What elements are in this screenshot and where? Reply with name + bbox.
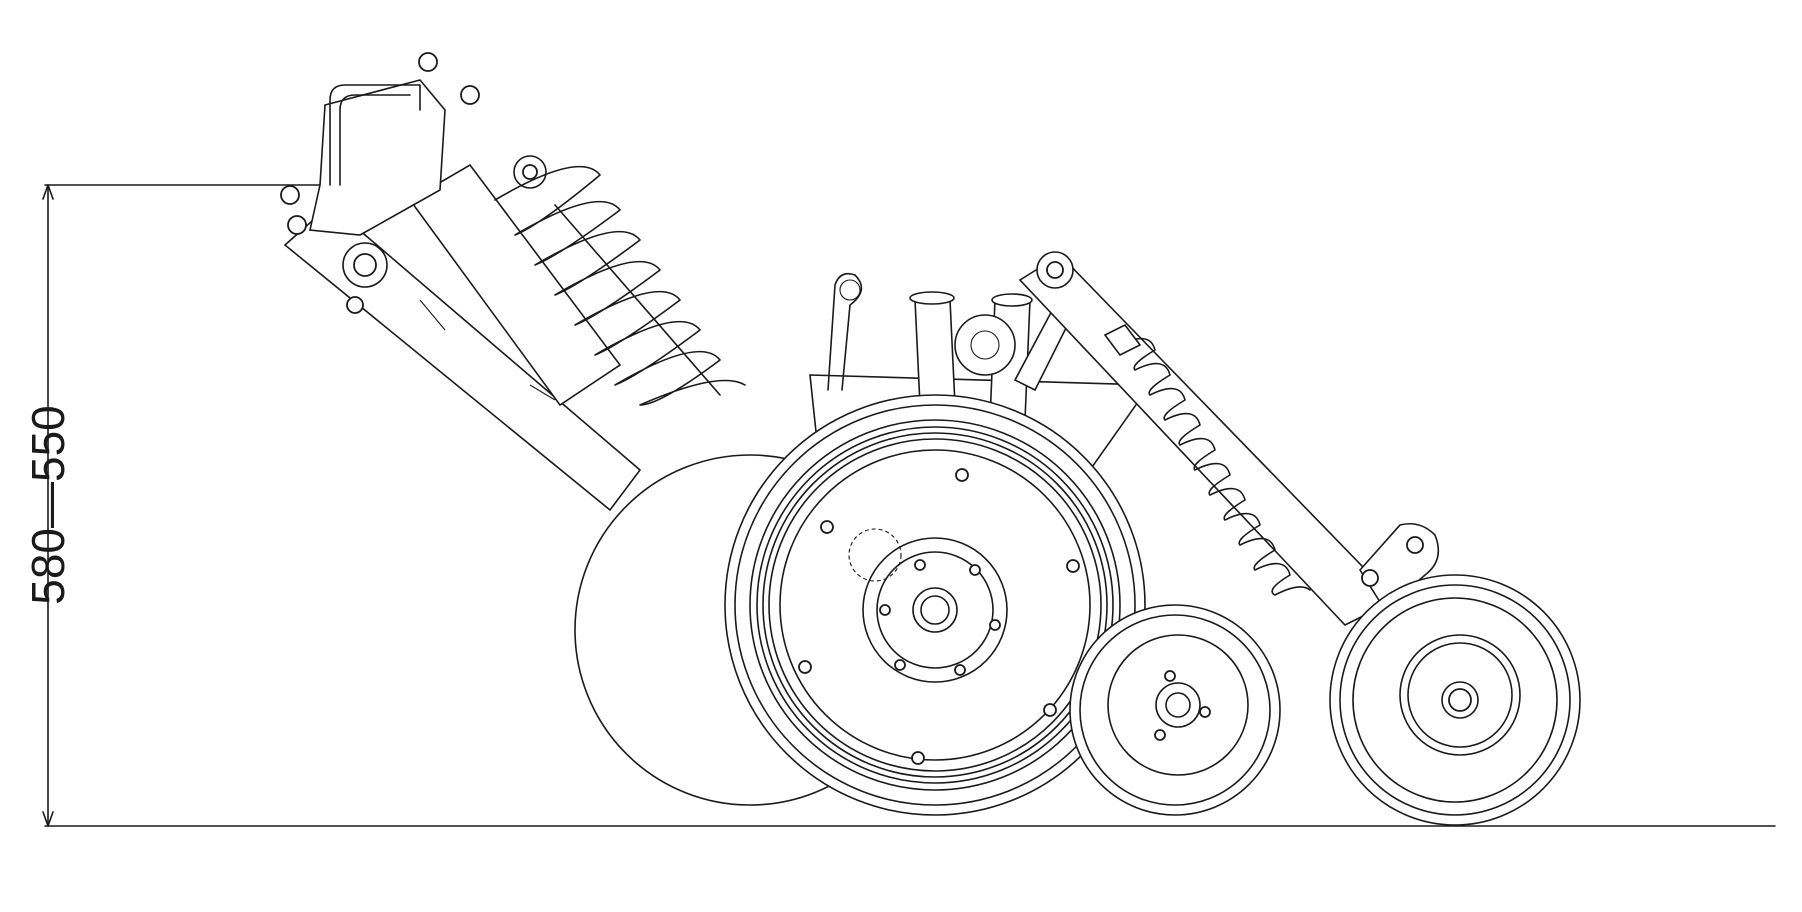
closing-wheel-arm [1018,251,1440,626]
seed-tube-assembly [827,272,1077,421]
dimension-arrows [42,184,54,827]
height-dimension: 580—550 [22,184,351,827]
gauge-wheel [724,394,1146,816]
closing-wheel-front [1069,604,1281,816]
mounting-bracket [280,52,547,314]
dimension-label: 580—550 [22,405,74,605]
closing-wheel-rear [1329,574,1581,826]
downforce-spring [494,165,746,406]
